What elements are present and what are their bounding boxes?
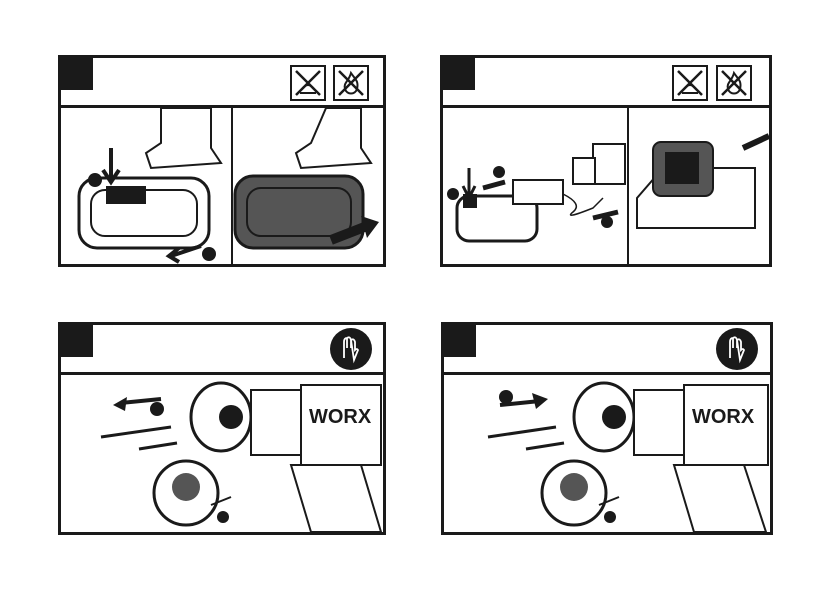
step-number-box xyxy=(61,325,93,357)
panel-header xyxy=(61,325,383,375)
panel-bit-insertion: WORX xyxy=(441,322,773,535)
drill-illustration: WORX xyxy=(444,375,770,532)
no-water-icon xyxy=(672,65,708,101)
no-fire-icon xyxy=(333,65,369,101)
drill-illustration: WORX xyxy=(61,375,383,532)
gloves-icon xyxy=(330,328,372,370)
no-fire-icon xyxy=(716,65,752,101)
panel-illustration xyxy=(61,108,383,264)
no-water-icon xyxy=(290,65,326,101)
step-number-box xyxy=(443,58,475,90)
panel-header xyxy=(443,58,769,108)
step-number-box xyxy=(444,325,476,357)
charger-illustration xyxy=(443,108,769,264)
battery-illustration xyxy=(61,108,383,264)
panel-battery-install xyxy=(58,55,386,267)
panel-header xyxy=(61,58,383,108)
panel-battery-charging xyxy=(440,55,772,267)
panel-illustration: WORX xyxy=(444,375,770,532)
panel-illustration xyxy=(443,108,769,264)
brand-logo: WORX xyxy=(692,406,755,428)
brand-logo: WORX xyxy=(309,406,372,428)
panel-bit-removal: WORX xyxy=(58,322,386,535)
step-number-box xyxy=(61,58,93,90)
panel-header xyxy=(444,325,770,375)
panel-illustration: WORX xyxy=(61,375,383,532)
gloves-icon xyxy=(716,328,758,370)
panel-divider xyxy=(627,108,629,264)
panel-divider xyxy=(231,108,233,264)
